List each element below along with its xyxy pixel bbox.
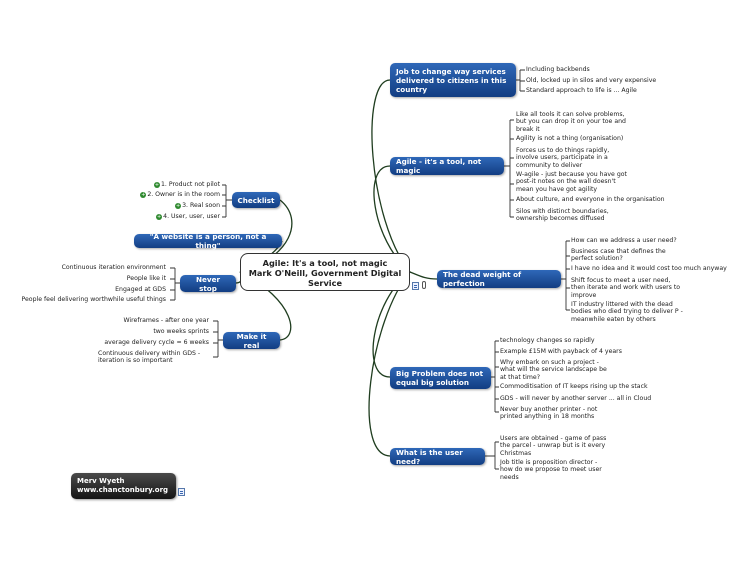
branch-agile[interactable]: Agile - it's a tool, not magic xyxy=(390,157,504,175)
leaf-never-2[interactable]: People like it xyxy=(126,275,166,282)
checkbox-icon[interactable]: + xyxy=(153,182,160,188)
leaf-user-2[interactable]: Job title is proposition director - how … xyxy=(500,459,602,481)
branch-checklist-label: Checklist xyxy=(237,195,275,205)
branch-job[interactable]: Job to change way services delivered to … xyxy=(390,63,516,97)
leaf-make-4[interactable]: Continuous delivery within GDS - iterati… xyxy=(98,350,201,365)
branch-dead-weight-label: The dead weight of perfection xyxy=(443,270,522,288)
leaf-make-2[interactable]: two weeks sprints xyxy=(153,328,209,335)
leaf-checklist-2[interactable]: +2. Owner is in the room xyxy=(140,191,220,198)
leaf-big-2[interactable]: Example £15M with payback of 4 years xyxy=(500,348,622,355)
leaf-make-3[interactable]: average delivery cycle = 6 weeks xyxy=(104,339,209,346)
branch-make-it-real[interactable]: Make it real xyxy=(223,331,280,350)
paperclip-icon[interactable] xyxy=(422,281,426,289)
branch-user-need[interactable]: What is the user need? xyxy=(390,447,485,466)
leaf-agile-6[interactable]: Silos with distinct boundaries, ownershi… xyxy=(516,208,609,223)
author-url: www.chanctonbury.org xyxy=(77,486,169,494)
branch-job-label: Job to change way services delivered to … xyxy=(396,66,507,94)
leaf-dead-4[interactable]: Shift focus to meet a user need, then it… xyxy=(571,277,681,299)
leaf-dead-1[interactable]: How can we address a user need? xyxy=(571,237,677,244)
leaf-job-2[interactable]: Old, locked up in silos and very expensi… xyxy=(526,77,657,84)
leaf-job-3[interactable]: Standard approach to life is ... Agile xyxy=(526,87,637,94)
leaf-dead-2[interactable]: Business case that defines the perfect s… xyxy=(571,248,666,263)
branch-website-person-label: "A website is a person, not a thing" xyxy=(149,232,267,250)
central-topic[interactable]: Agile: It's a tool, not magic Mark O'Nei… xyxy=(240,253,410,291)
leaf-never-1[interactable]: Continuous iteration environment xyxy=(61,264,166,271)
branch-never-stop[interactable]: Never stop xyxy=(180,274,236,293)
checkbox-icon[interactable]: + xyxy=(156,214,163,220)
branch-never-stop-label: Never stop xyxy=(196,274,220,293)
branch-agile-label: Agile - it's a tool, not magic xyxy=(396,157,482,175)
leaf-big-1[interactable]: technology changes so rapidly xyxy=(500,337,595,344)
leaf-big-6[interactable]: Never buy another printer - not printed … xyxy=(500,406,598,421)
branch-big-problem[interactable]: Big Problem does not equal big solution xyxy=(390,367,491,389)
branch-dead-weight[interactable]: The dead weight of perfection xyxy=(437,270,561,288)
branch-make-it-real-label: Make it real xyxy=(236,331,267,350)
note-icon[interactable] xyxy=(178,488,185,496)
branch-big-problem-label: Big Problem does not equal big solution xyxy=(396,369,484,387)
central-title-line3: Service xyxy=(307,278,343,288)
central-title-line2: Mark O'Neill, Government Digital xyxy=(248,268,402,278)
leaf-big-3[interactable]: Why embark on such a project - what will… xyxy=(500,359,607,381)
leaf-agile-3[interactable]: Forces us to do things rapidly, involve … xyxy=(516,147,610,169)
leaf-agile-5[interactable]: About culture, and everyone in the organ… xyxy=(516,196,665,203)
leaf-checklist-4[interactable]: +4. User, user, user xyxy=(156,213,220,220)
leaf-never-4[interactable]: People feel delivering worthwhile useful… xyxy=(21,296,166,303)
connector-job xyxy=(371,79,411,273)
leaf-big-4[interactable]: Commoditisation of IT keeps rising up th… xyxy=(500,383,648,390)
checkbox-icon[interactable]: + xyxy=(175,203,182,209)
note-icon[interactable] xyxy=(412,282,419,290)
leaf-checklist-2-label: 2. Owner is in the room xyxy=(147,191,220,198)
connector-user xyxy=(368,271,411,457)
branch-user-need-label: What is the user need? xyxy=(396,447,463,466)
leaf-checklist-1[interactable]: +1. Product not pilot xyxy=(153,181,220,188)
connector-dead xyxy=(409,271,438,280)
leaf-agile-2[interactable]: Agility is not a thing (organisation) xyxy=(516,135,624,142)
leaf-big-5[interactable]: GDS - will never by another server ... a… xyxy=(500,395,652,402)
central-title-line1: Agile: It's a tool, not magic xyxy=(262,258,388,268)
leaf-checklist-3[interactable]: +3. Real soon xyxy=(175,202,220,209)
branch-website-person[interactable]: "A website is a person, not a thing" xyxy=(134,232,282,250)
author-box[interactable]: Merv Wyeth www.chanctonbury.org xyxy=(71,473,176,499)
leaf-dead-5[interactable]: IT industry littered with the dead bodie… xyxy=(571,301,683,323)
leaf-agile-1[interactable]: Like all tools it can solve problems, bu… xyxy=(516,111,626,133)
leaf-checklist-1-label: 1. Product not pilot xyxy=(160,181,220,188)
leaf-user-1[interactable]: Users are obtained - game of pass the pa… xyxy=(500,435,607,457)
leaf-job-1[interactable]: Including backbends xyxy=(526,66,590,73)
leaf-never-3[interactable]: Engaged at GDS xyxy=(115,286,166,293)
leaf-checklist-3-label: 3. Real soon xyxy=(182,202,220,209)
branch-checklist[interactable]: Checklist xyxy=(232,192,280,208)
checkbox-icon[interactable]: + xyxy=(140,192,147,198)
author-name: Merv Wyeth xyxy=(77,477,125,485)
leaf-make-1[interactable]: Wireframes - after one year xyxy=(123,317,209,324)
leaf-dead-3[interactable]: I have no idea and it would cost too muc… xyxy=(571,265,727,272)
leaf-agile-4[interactable]: W-agile - just because you have got post… xyxy=(516,171,627,193)
leaf-checklist-4-label: 4. User, user, user xyxy=(163,213,220,220)
